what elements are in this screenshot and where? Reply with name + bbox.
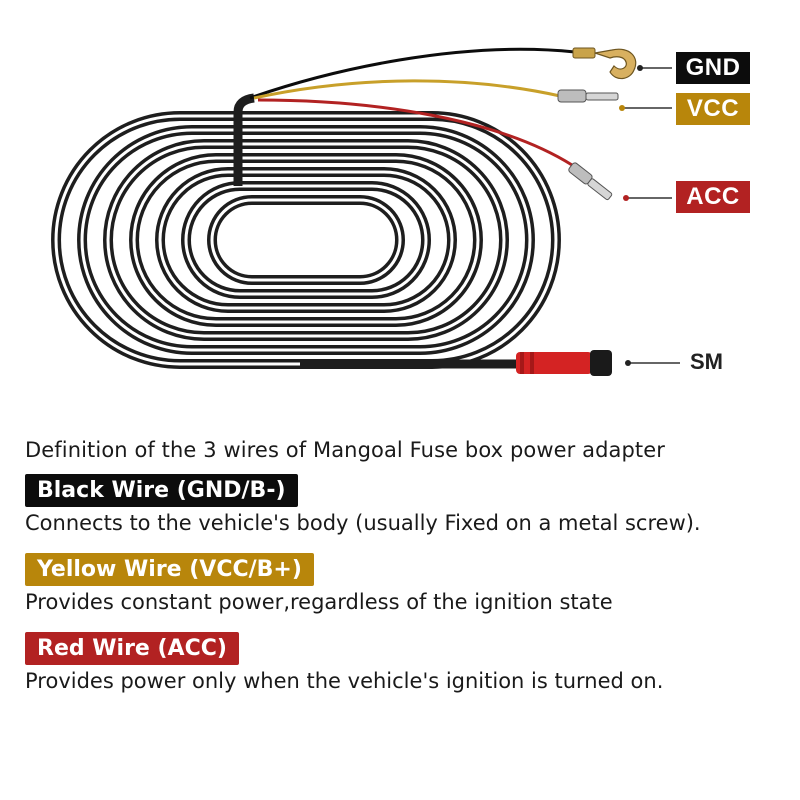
yellow-wire-badge: Yellow Wire (VCC/B+) bbox=[25, 553, 314, 586]
black-wire bbox=[249, 47, 576, 100]
acc-pointer-dot bbox=[623, 195, 629, 201]
red-wire bbox=[257, 98, 573, 167]
wire-diagram bbox=[51, 47, 680, 376]
gnd-label: GND bbox=[676, 52, 750, 84]
coiled-cable bbox=[51, 111, 561, 369]
yellow-wire-section: Yellow Wire (VCC/B+) Provides constant p… bbox=[25, 553, 785, 614]
vcc-pointer-dot bbox=[619, 105, 625, 111]
spade-terminal bbox=[568, 162, 613, 201]
cable-loop-gap bbox=[184, 184, 428, 296]
pin-terminal bbox=[557, 89, 619, 103]
cable-loop bbox=[155, 167, 457, 313]
acc-label: ACC bbox=[676, 181, 750, 213]
red-wire-section: Red Wire (ACC) Provides power only when … bbox=[25, 632, 785, 693]
definitions-heading: Definition of the 3 wires of Mangoal Fus… bbox=[25, 438, 666, 462]
ring-terminal bbox=[572, 47, 637, 80]
yellow-wire bbox=[253, 79, 561, 100]
cable-loop-gap bbox=[80, 128, 532, 352]
yellow-wire-description: Provides constant power,regardless of th… bbox=[25, 590, 613, 614]
cable-loop-gap bbox=[132, 156, 480, 324]
vcc-label: VCC bbox=[676, 93, 750, 125]
red-wire-badge: Red Wire (ACC) bbox=[25, 632, 239, 665]
cable-loop-gap bbox=[106, 142, 506, 338]
black-wire-section: Black Wire (GND/B-) Connects to the vehi… bbox=[25, 474, 785, 535]
wire-definitions: Definition of the 3 wires of Mangoal Fus… bbox=[25, 438, 785, 711]
sm-label: SM bbox=[690, 349, 723, 374]
gnd-pointer-dot bbox=[637, 65, 643, 71]
cable-loop-gap bbox=[210, 198, 402, 282]
sm-connector bbox=[516, 350, 612, 376]
cable-loop-gap bbox=[158, 170, 454, 310]
cable-loop bbox=[207, 195, 405, 285]
red-wire-description: Provides power only when the vehicle's i… bbox=[25, 669, 664, 693]
black-wire-badge: Black Wire (GND/B-) bbox=[25, 474, 298, 507]
black-wire-description: Connects to the vehicle's body (usually … bbox=[25, 511, 701, 535]
sm-pointer-dot bbox=[625, 360, 631, 366]
